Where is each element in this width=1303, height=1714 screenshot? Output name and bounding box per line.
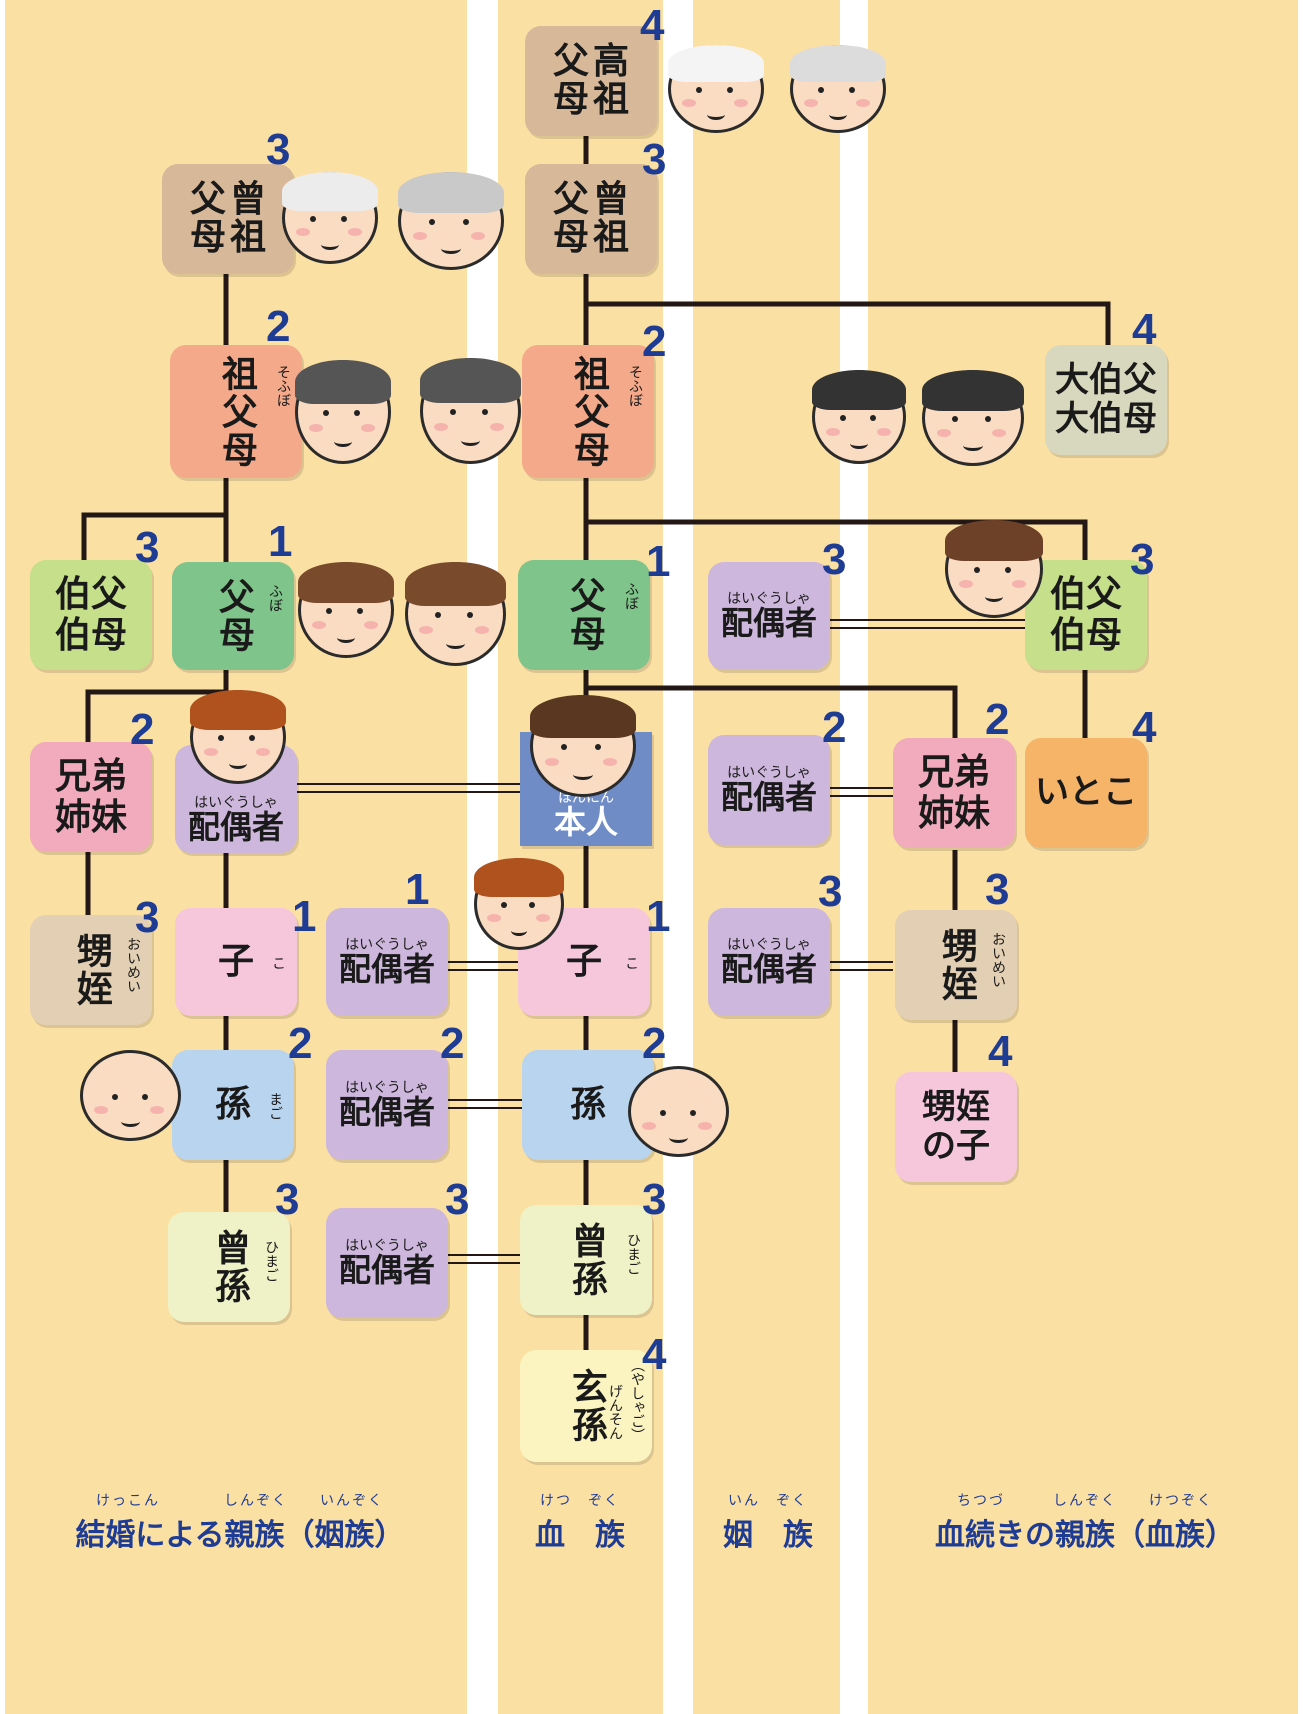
degree-label: 2 xyxy=(642,317,667,366)
uncle-spouse-box: はいぐうしゃ 配偶者 xyxy=(708,562,830,670)
blood-relatives-caption: ちつづ しんぞく けつぞく 血続きの親族（血族） xyxy=(935,1493,1235,1553)
cousin-box: いとこ xyxy=(1025,738,1147,848)
spouse-face-icon xyxy=(190,690,286,784)
degree-label: 4 xyxy=(988,1027,1013,1076)
old-woman-face-icon xyxy=(398,172,504,270)
great-uncle-aunt-box: 大伯父大伯母 xyxy=(1045,345,1167,455)
aunt-face-icon xyxy=(945,520,1043,618)
inlaw-great-grandparents-box: 父母 曾祖 xyxy=(162,164,294,274)
uncle-aunt-box: 伯父伯母 xyxy=(1025,560,1147,670)
degree-label: 3 xyxy=(985,865,1010,914)
nephew-spouse-box: はいぐうしゃ 配偶者 xyxy=(708,908,830,1016)
degree-label: 3 xyxy=(445,1175,470,1224)
grandmother-face-icon xyxy=(420,358,521,464)
old-man-face-icon xyxy=(668,45,764,133)
nephew-niece-child-box: 甥姪の子 xyxy=(895,1072,1017,1182)
degree-label: 4 xyxy=(1132,305,1157,354)
degree-label: 3 xyxy=(275,1175,300,1224)
degree-label: 3 xyxy=(642,135,667,184)
degree-label: 1 xyxy=(292,892,317,941)
degree-label: 1 xyxy=(646,892,671,941)
grandparents-box: 祖父母 そふぼ xyxy=(522,345,654,478)
grandfather-face-icon xyxy=(295,360,391,464)
degree-label: 3 xyxy=(642,1175,667,1224)
baby-face-icon xyxy=(80,1050,181,1141)
degree-label: 4 xyxy=(640,1,665,50)
baby-face-icon xyxy=(628,1066,729,1157)
inlaw-caption: いん ぞく 姻 族 xyxy=(723,1493,813,1553)
great-great-grandparents-box: 父母 高祖 xyxy=(525,26,657,136)
inlaw-grandchild-box: 孫 まご xyxy=(172,1050,294,1160)
child-spouse-box: はいぐうしゃ 配偶者 xyxy=(326,908,448,1016)
inlaw-siblings-box: 兄弟姉妹 xyxy=(30,742,152,852)
inlaw-child-box: 子 こ xyxy=(175,908,297,1016)
self-face-icon xyxy=(530,695,636,797)
degree-label: 3 xyxy=(1130,535,1155,584)
old-man-face-icon xyxy=(282,172,378,264)
degree-label: 2 xyxy=(642,1019,667,1068)
degree-label: 4 xyxy=(642,1330,667,1379)
nephew-niece-box: 甥姪 おいめい xyxy=(895,910,1017,1020)
great-aunt-face-icon xyxy=(922,370,1024,466)
great-grandchild-spouse-box: はいぐうしゃ 配偶者 xyxy=(326,1208,448,1318)
degree-label: 2 xyxy=(266,302,291,351)
mother-face-icon xyxy=(405,562,506,666)
inlaw-grandparents-box: 祖父母 そふぼ xyxy=(170,345,302,478)
degree-label: 3 xyxy=(135,523,160,572)
grandchild-spouse-box: はいぐうしゃ 配偶者 xyxy=(326,1050,448,1160)
great-grandchild-box: 曾孫 ひまご xyxy=(520,1205,652,1315)
sibling-spouse-box: はいぐうしゃ 配偶者 xyxy=(708,735,830,845)
inlaw-relatives-column xyxy=(5,0,467,1714)
inlaw-parents-box: 父母 ふぼ xyxy=(172,562,294,670)
father-face-icon xyxy=(298,562,394,658)
inlaw-uncle-aunt-box: 伯父伯母 xyxy=(30,560,152,670)
old-woman-face-icon xyxy=(790,45,886,133)
parents-box: 父母 ふぼ xyxy=(518,560,650,670)
great-grandparents-box: 父母 曾祖 xyxy=(525,164,657,274)
degree-label: 3 xyxy=(266,125,291,174)
degree-label: 2 xyxy=(288,1019,313,1068)
inlaw-nephew-niece-box: 甥姪 おいめい xyxy=(30,915,152,1025)
degree-label: 1 xyxy=(405,865,430,914)
degree-label: 4 xyxy=(1132,703,1157,752)
great-great-grandchild-box: 玄孫 げんそん （やしゃご） xyxy=(520,1350,652,1462)
degree-label: 2 xyxy=(822,703,847,752)
siblings-box: 兄弟姉妹 xyxy=(893,738,1015,848)
blood-relatives-column xyxy=(868,0,1298,1714)
degree-label: 3 xyxy=(818,867,843,916)
child-face-icon xyxy=(474,858,564,950)
degree-label: 3 xyxy=(822,535,847,584)
great-uncle-face-icon xyxy=(812,370,906,464)
blood-caption: けつ ぞく 血 族 xyxy=(535,1493,625,1553)
inlaw-relatives-caption: けっこん しんぞく いんぞく 結婚による親族（姻族） xyxy=(75,1493,405,1553)
degree-label: 2 xyxy=(440,1019,465,1068)
inlaw-column xyxy=(693,0,840,1714)
degree-label: 2 xyxy=(130,705,155,754)
degree-label: 3 xyxy=(135,893,160,942)
degree-label: 2 xyxy=(985,695,1010,744)
degree-label: 1 xyxy=(646,537,671,586)
inlaw-great-grandchild-box: 曾孫 ひまご xyxy=(168,1212,290,1322)
degree-label: 1 xyxy=(268,517,293,566)
